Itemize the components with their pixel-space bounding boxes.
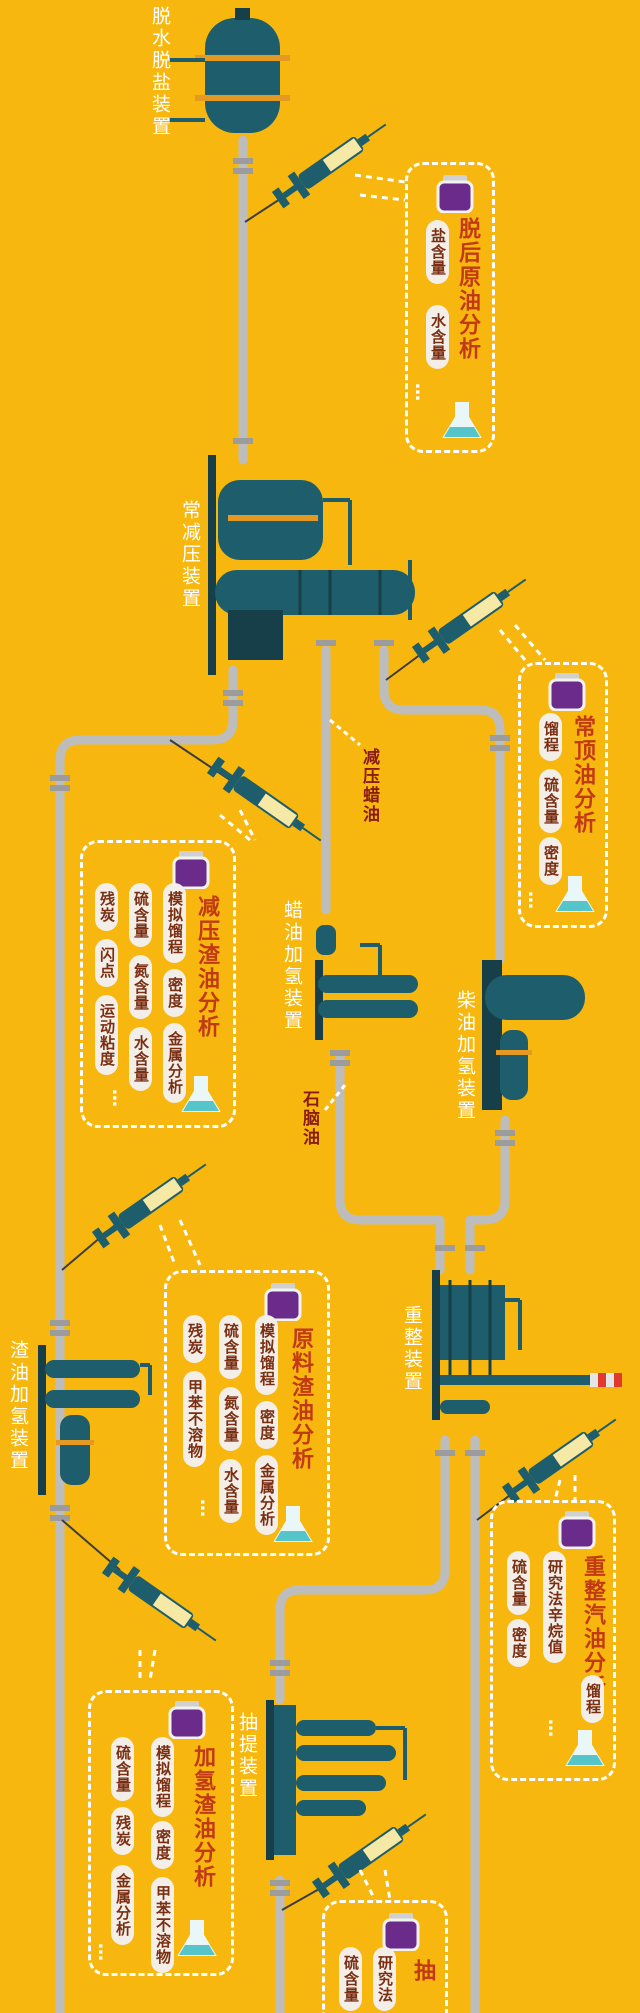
analysis-item: 模拟馏程 [163,883,186,963]
sample-jar-icon [548,671,586,711]
analysis-box-residue-feed: 原料渣油分析 模拟馏程 密度 金属分析 硫含量 氮含量 水含量 残炭 甲苯不溶物… [164,1270,330,1556]
box-title: 加氢渣油分析 [190,1745,215,1889]
unit-label-desalting: 脱水脱盐装置 [149,6,171,138]
analysis-more: … [108,1089,129,1107]
unit-label-extraction: 抽提装置 [236,1712,258,1800]
analysis-item: 水含量 [219,1459,242,1523]
analysis-item: 氮含量 [129,955,152,1019]
stream-label-naphtha: 石脑油 [299,1090,319,1147]
analysis-more: … [524,891,545,909]
analysis-item: 金属分析 [163,1023,186,1103]
syringe-icon [408,566,535,668]
analysis-box-atm-top-oil: 常顶油分析 馏程 硫含量 密度 … [518,662,608,928]
analysis-item: 残炭 [111,1807,134,1855]
analysis-item: 硫含量 [507,1551,530,1615]
analysis-item: 密度 [151,1821,174,1869]
analysis-box-hydro-residue: 加氢渣油分析 模拟馏程 密度 甲苯不溶物 硫含量 残炭 金属分析 … [88,1690,234,1976]
analysis-item: 馏程 [581,1675,604,1723]
analysis-item: 模拟馏程 [255,1315,278,1395]
analysis-item: 甲苯不溶物 [183,1371,206,1467]
analysis-item: 硫含量 [111,1737,134,1801]
analysis-item: 密度 [255,1401,278,1449]
analysis-more: … [94,1943,115,1961]
analysis-item: 硫含量 [219,1315,242,1379]
sample-jar-icon [558,1509,596,1549]
flask-icon [443,402,481,438]
pipe-flanges [50,158,515,1896]
flask-icon [182,1076,220,1112]
analysis-more: … [411,383,432,401]
box-title: 常顶油分析 [570,715,595,835]
analysis-item: 研究法 [373,1947,396,2011]
syringe-icon [88,1151,215,1253]
unit-label-diesel-hydro: 柴油加氢装置 [454,990,476,1122]
analysis-item: 密度 [163,969,186,1017]
analysis-item: 硫含量 [539,769,562,833]
analysis-item: 运动粘度 [95,995,118,1075]
sample-jar-icon [168,1699,206,1739]
flask-icon [178,1920,216,1956]
stream-label-wax-oil: 减压蜡油 [359,748,379,824]
box-title: 抽 [410,1959,435,1983]
analysis-item: 氮含量 [219,1387,242,1451]
sample-jar-icon [436,173,474,213]
desalter-vessel [170,8,290,133]
flask-icon [274,1506,312,1542]
analysis-item: 闪点 [95,939,118,987]
analysis-box-crude-desalted: 脱后原油分析 盐含量 水含量 … [405,162,495,453]
analysis-item: 硫含量 [129,883,152,947]
flask-icon [556,876,594,912]
residue-hydro-equipment [38,1345,152,1495]
analysis-item: 水含量 [426,305,449,369]
analysis-item: 盐含量 [426,220,449,284]
analysis-item: 金属分析 [111,1865,134,1945]
analysis-more: … [196,1499,217,1517]
analysis-item: 密度 [539,837,562,885]
analysis-item: 甲苯不溶物 [151,1877,174,1973]
analysis-item: 金属分析 [255,1455,278,1535]
extraction-equipment [266,1700,407,1860]
analysis-item: 模拟馏程 [151,1737,174,1817]
analysis-box-reformed-gasoline: 重整汽油分析 研究法辛烷值 馏程 硫含量 密度 … [490,1500,616,1781]
analysis-box-vacuum-residue: 减压渣油分析 模拟馏程 密度 金属分析 硫含量 氮含量 水含量 残炭 闪点 运动… [80,840,236,1128]
syringe-icon [308,1801,435,1903]
analysis-item: 残炭 [95,883,118,931]
analysis-more: … [544,1719,565,1737]
analysis-box-extraction-product: 抽 研究法 硫含量 [322,1900,448,2013]
unit-label-reforming: 重整装置 [401,1305,423,1393]
reforming-equipment [432,1270,622,1420]
analysis-item: 研究法辛烷值 [543,1551,566,1663]
diesel-hydro-equipment [482,960,585,1110]
pipes [55,135,510,2013]
flask-icon [566,1730,604,1766]
syringe-icon [203,752,330,854]
box-title: 原料渣油分析 [288,1327,313,1471]
atmospheric-vacuum-equipment [208,455,415,675]
box-title: 减压渣油分析 [194,895,219,1039]
unit-label-atmospheric-vacuum: 常减压装置 [179,500,201,610]
analysis-item: 残炭 [183,1315,206,1363]
box-title: 脱后原油分析 [455,217,480,361]
callout-connectors [138,173,577,1901]
unit-label-wax-hydro: 蜡油加氢装置 [281,900,303,1032]
analysis-item: 水含量 [129,1027,152,1091]
stream-ticks [323,718,361,1111]
wax-hydro-equipment [315,925,418,1040]
analysis-item: 硫含量 [339,1947,362,2011]
syringe-icon [498,1406,625,1508]
unit-label-residue-hydro: 渣油加氢装置 [7,1340,29,1472]
analysis-item: 馏程 [539,713,562,761]
analysis-item: 密度 [507,1619,530,1667]
sample-jar-icon [382,1911,420,1951]
